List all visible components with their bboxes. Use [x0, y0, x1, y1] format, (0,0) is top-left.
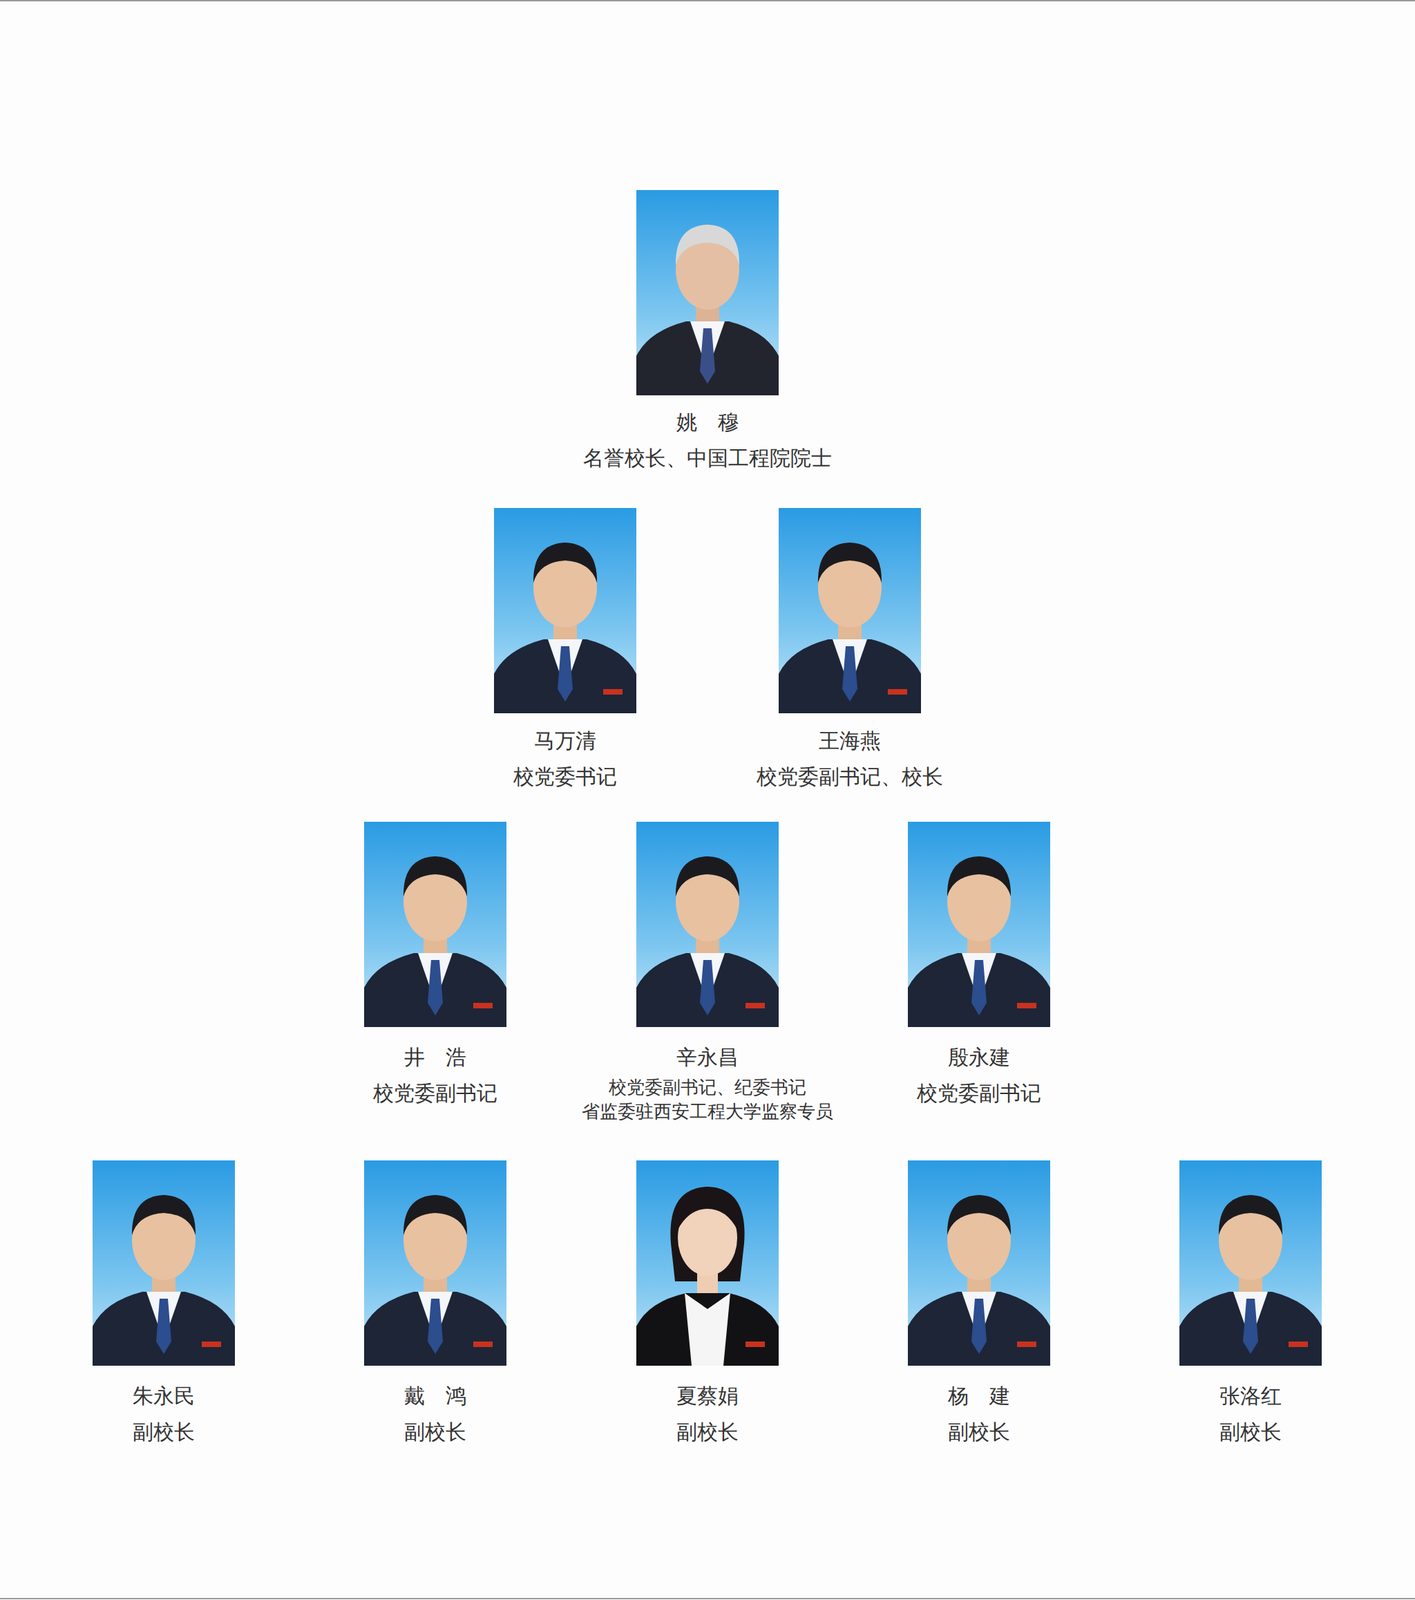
person-card: 殷永建校党委副书记 — [914, 1039, 1044, 1111]
person-name: 戴 鸿 — [401, 1377, 470, 1414]
person-card: 杨 建副校长 — [945, 1377, 1013, 1450]
person-title: 副校长 — [673, 1413, 742, 1450]
person-name: 张洛红 — [1216, 1377, 1285, 1414]
person-title: 副校长 — [129, 1413, 198, 1450]
person-card: 夏蔡娟副校长 — [673, 1377, 742, 1450]
person-name: 姚 穆 — [580, 404, 835, 441]
person-card: 马万清校党委书记 — [510, 722, 620, 795]
person-name: 夏蔡娟 — [673, 1377, 742, 1414]
person-card: 戴 鸿副校长 — [401, 1377, 470, 1450]
person-name: 杨 建 — [945, 1377, 1013, 1414]
person-title: 校党委副书记 — [370, 1075, 501, 1111]
person-card: 朱永民副校长 — [129, 1377, 198, 1450]
portrait-photo — [636, 190, 779, 396]
person-name: 马万清 — [510, 722, 620, 759]
portrait-photo — [636, 1160, 779, 1366]
person-title: 名誉校长、中国工程院院士 — [580, 440, 835, 477]
portrait-photo — [1179, 1160, 1322, 1366]
frame-line — [0, 1597, 1415, 1599]
person-title: 副校长 — [401, 1413, 470, 1450]
person-card: 王海燕校党委副书记、校长 — [753, 722, 946, 795]
person-card: 张洛红副校长 — [1216, 1377, 1285, 1450]
portrait-photo — [636, 821, 779, 1027]
person-title: 校党委副书记 — [914, 1075, 1044, 1111]
person-name: 井 浩 — [370, 1039, 501, 1076]
frame-line — [0, 0, 1415, 2]
person-title: 校党委副书记、校长 — [753, 758, 946, 795]
person-card: 井 浩校党委副书记 — [370, 1039, 501, 1111]
person-name: 殷永建 — [914, 1039, 1044, 1076]
person-title: 校党委副书记、纪委书记 省监委驻西安工程大学监察专员 — [562, 1075, 853, 1124]
person-name: 王海燕 — [753, 722, 946, 759]
portrait-photo — [364, 1160, 507, 1366]
portrait-photo — [907, 821, 1051, 1027]
person-title: 副校长 — [945, 1413, 1013, 1450]
portrait-photo — [778, 507, 921, 714]
portrait-photo — [907, 1160, 1051, 1366]
person-title: 副校长 — [1216, 1413, 1285, 1450]
person-name: 朱永民 — [129, 1377, 198, 1414]
portrait-photo — [364, 821, 507, 1027]
person-title: 校党委书记 — [510, 758, 620, 795]
portrait-photo — [92, 1160, 235, 1366]
person-card: 辛永昌校党委副书记、纪委书记 省监委驻西安工程大学监察专员 — [559, 1039, 856, 1124]
portrait-photo — [494, 507, 637, 714]
person-card: 姚 穆名誉校长、中国工程院院士 — [580, 404, 835, 477]
person-name: 辛永昌 — [559, 1039, 856, 1076]
